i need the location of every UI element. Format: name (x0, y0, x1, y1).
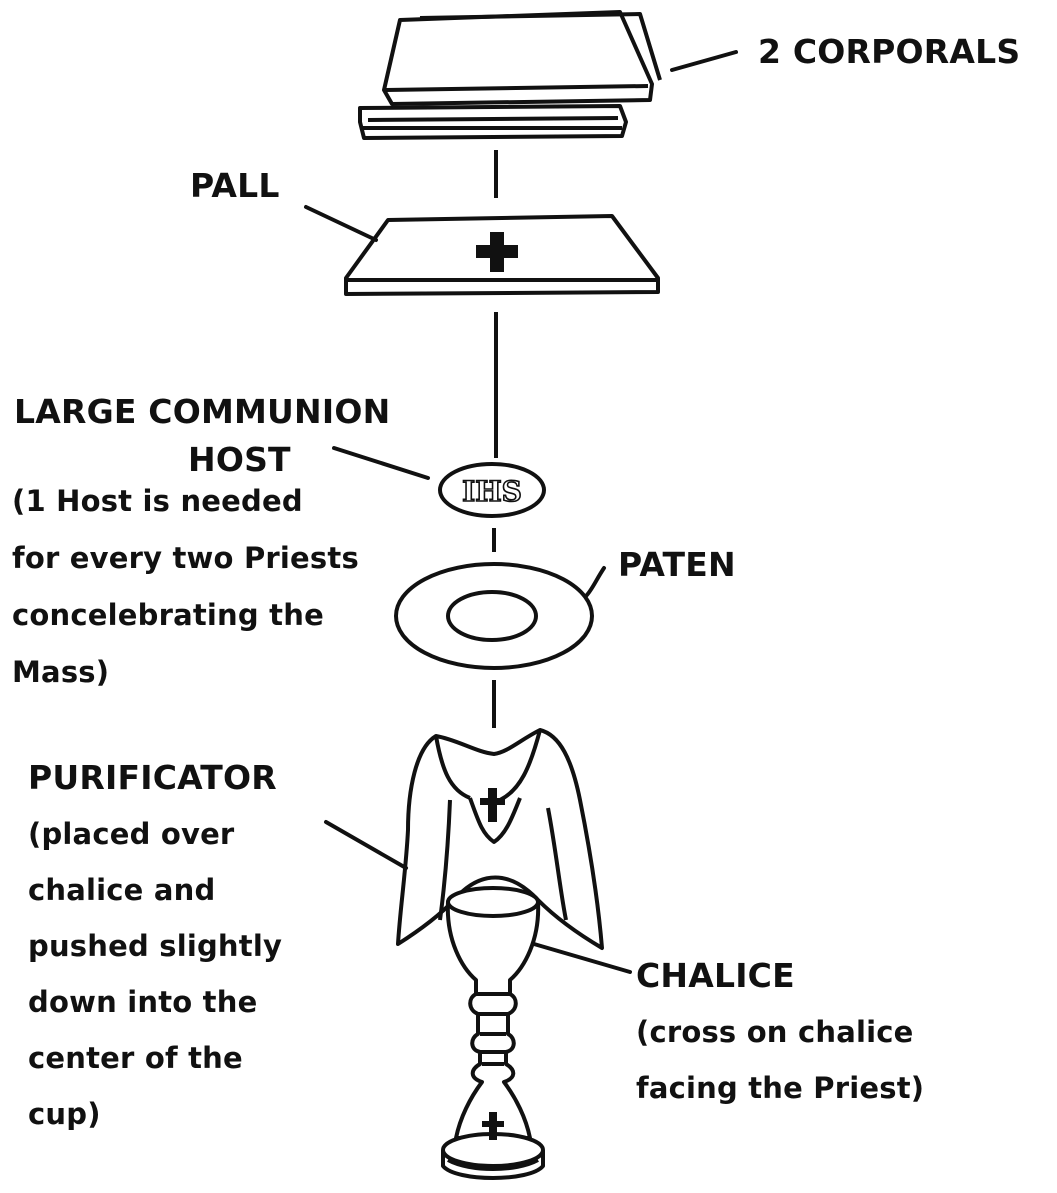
pall-label: PALL (190, 166, 280, 206)
leader-pall (306, 207, 376, 240)
leader-paten (586, 568, 604, 596)
chalice-note: (cross on chalice facing the Priest) (636, 1004, 924, 1116)
corporals-label: 2 CORPORALS (758, 32, 1020, 72)
host-note: (1 Host is needed for every two Priests … (12, 473, 359, 701)
paten-illustration (396, 564, 592, 668)
host-title-line1: LARGE COMMUNION (14, 392, 390, 432)
paten-label: PATEN (618, 545, 736, 585)
leader-chalice (534, 944, 630, 972)
purificator-label: PURIFICATOR (28, 758, 277, 798)
leader-corporals (672, 52, 736, 70)
chalice-label: CHALICE (636, 956, 795, 996)
leader-purificator (326, 822, 406, 868)
purificator-note: (placed over chalice and pushed slightly… (28, 806, 282, 1142)
host-monogram: IHS (462, 475, 522, 508)
corporals-illustration (360, 12, 660, 138)
